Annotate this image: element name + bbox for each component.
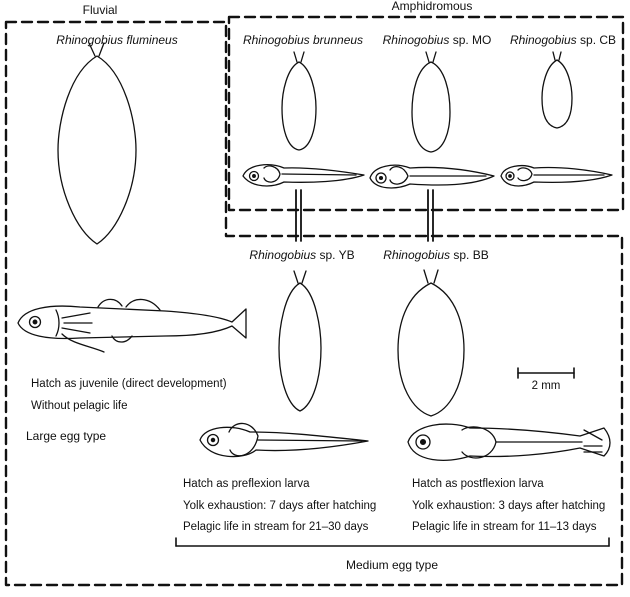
scale-bar <box>517 367 575 379</box>
egg-yb <box>278 270 322 412</box>
species-label-bb: Rhinogobius sp. BB <box>383 248 489 262</box>
species-label-yb: Rhinogobius sp. YB <box>249 248 355 262</box>
amphidromous-region-boundary <box>227 15 625 212</box>
note-large-pelagic: Without pelagic life <box>31 400 128 412</box>
large-egg-type-label: Large egg type <box>26 429 107 443</box>
note-bb-yolk: Yolk exhaustion: 3 days after hatching <box>412 500 606 512</box>
note-yb-hatch: Hatch as preflexion larva <box>183 478 310 490</box>
egg-mo <box>411 51 451 153</box>
species-label-cb: Rhinogobius sp. CB <box>509 33 617 47</box>
note-bb-hatch: Hatch as postflexion larva <box>412 478 544 490</box>
species-label-flumineus: Rhinogobius flumineus <box>56 33 178 47</box>
note-yb-yolk: Yolk exhaustion: 7 days after hatching <box>183 500 377 512</box>
connector-mo-bb <box>427 189 434 242</box>
larva-yb <box>199 422 369 458</box>
note-bb-pelagic: Pelagic life in stream for 11–13 days <box>412 521 597 533</box>
connector-brunneus-yb <box>295 189 302 242</box>
medium-egg-type-label: Medium egg type <box>345 558 439 572</box>
juvenile-fish-flumineus <box>17 298 247 353</box>
note-yb-pelagic: Pelagic life in stream for 21–30 days <box>183 521 369 533</box>
egg-flumineus <box>57 42 137 245</box>
species-label-brunneus: Rhinogobius brunneus <box>242 33 364 47</box>
fluvial-region-boundary <box>4 20 624 587</box>
larva-cb <box>500 165 613 187</box>
note-large-hatch: Hatch as juvenile (direct development) <box>31 378 227 390</box>
scale-bar-label: 2 mm <box>531 380 561 392</box>
larva-mo <box>369 164 495 189</box>
fluvial-label: Fluvial <box>82 3 118 17</box>
larva-brunneus <box>242 164 365 187</box>
egg-cb <box>541 51 573 129</box>
medium-egg-type-bracket <box>175 537 610 547</box>
egg-brunneus <box>281 51 317 151</box>
species-label-mo: Rhinogobius sp. MO <box>382 33 492 47</box>
amphidromous-label: Amphidromous <box>391 0 473 13</box>
egg-bb <box>397 269 465 417</box>
larva-bb <box>407 423 611 462</box>
